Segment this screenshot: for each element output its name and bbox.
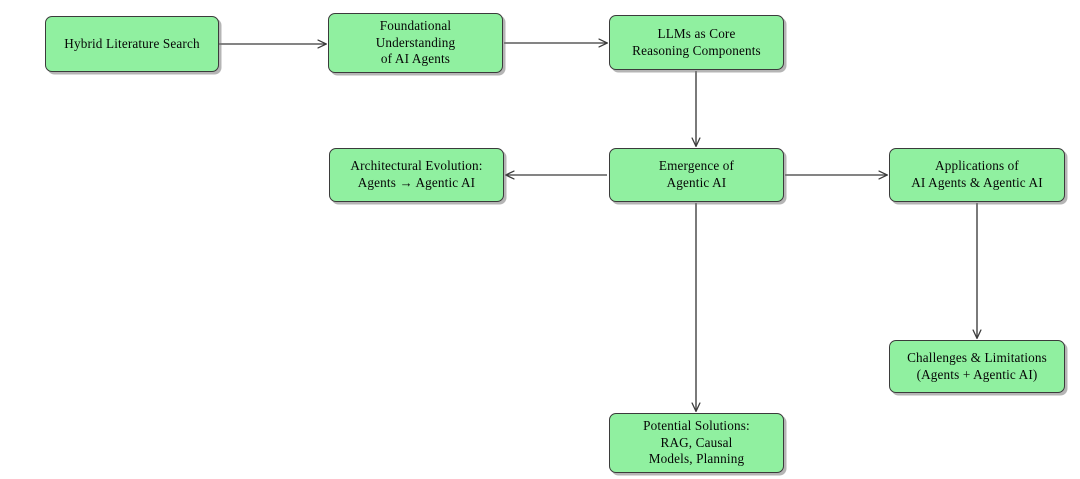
node-label-hybrid-literature-search: Hybrid Literature Search	[64, 35, 200, 51]
node-potential-solutions[interactable]: Potential Solutions: RAG, Causal Models,…	[609, 413, 784, 473]
node-architectural-evolution[interactable]: Architectural Evolution: Agents → Agenti…	[329, 148, 504, 202]
node-label-applications-ai-agents: Applications of AI Agents & Agentic AI	[911, 158, 1043, 190]
node-foundational-understanding[interactable]: Foundational Understanding of AI Agents	[328, 13, 503, 73]
node-applications-ai-agents[interactable]: Applications of AI Agents & Agentic AI	[889, 148, 1065, 202]
node-label-potential-solutions: Potential Solutions: RAG, Causal Models,…	[643, 417, 750, 467]
node-label-foundational-understanding: Foundational Understanding of AI Agents	[375, 17, 456, 67]
node-emergence-agentic-ai[interactable]: Emergence of Agentic AI	[609, 148, 784, 202]
node-label-llms-core-reasoning: LLMs as Core Reasoning Components	[632, 25, 761, 58]
node-label-architectural-evolution: Architectural Evolution: Agents → Agenti…	[350, 158, 483, 190]
node-label-emergence-agentic-ai: Emergence of Agentic AI	[658, 158, 735, 190]
node-llms-core-reasoning[interactable]: LLMs as Core Reasoning Components	[609, 15, 784, 70]
node-hybrid-literature-search[interactable]: Hybrid Literature Search	[45, 16, 219, 72]
node-challenges-limitations[interactable]: Challenges & Limitations (Agents + Agent…	[889, 340, 1065, 393]
node-label-challenges-limitations: Challenges & Limitations (Agents + Agent…	[907, 349, 1047, 382]
